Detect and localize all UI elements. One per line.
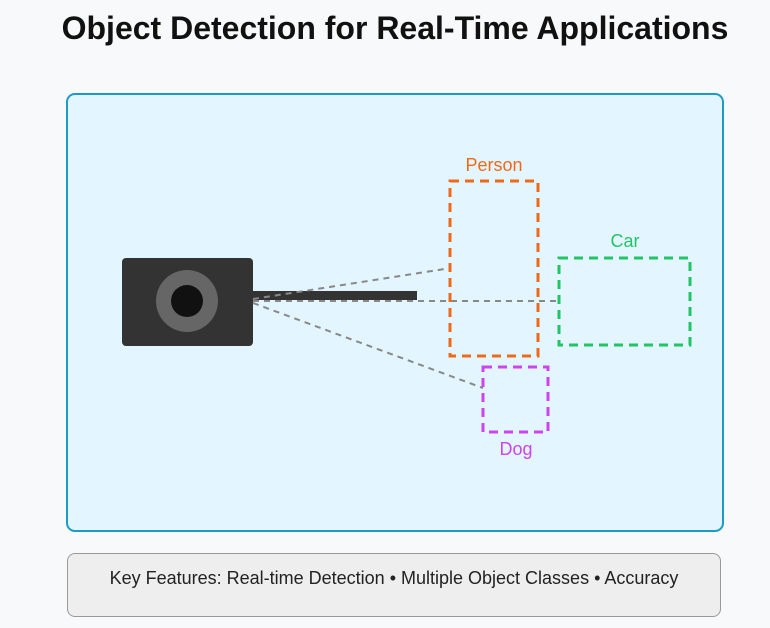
camera-lens-center [171,285,203,317]
bounding-box-dog [481,365,550,434]
detection-person: Person [448,155,540,358]
camera-barrel [253,291,417,300]
camera-icon [122,258,417,346]
sight-lines [252,267,559,389]
label-dog: Dog [499,439,532,459]
page-title: Object Detection for Real-Time Applicati… [61,10,729,46]
sight-line-person [252,267,452,300]
bounding-box-car [557,256,692,347]
label-car: Car [610,231,639,251]
detection-dog: Dog [481,365,550,459]
key-features-text: Key Features: Real-time Detection • Mult… [109,568,679,588]
bounding-box-person [448,179,540,358]
detection-car: Car [557,231,692,347]
key-features-box: Key Features: Real-time Detection • Mult… [67,553,721,617]
label-person: Person [465,155,522,175]
sight-line-dog [252,302,484,389]
scene-panel [66,93,724,532]
